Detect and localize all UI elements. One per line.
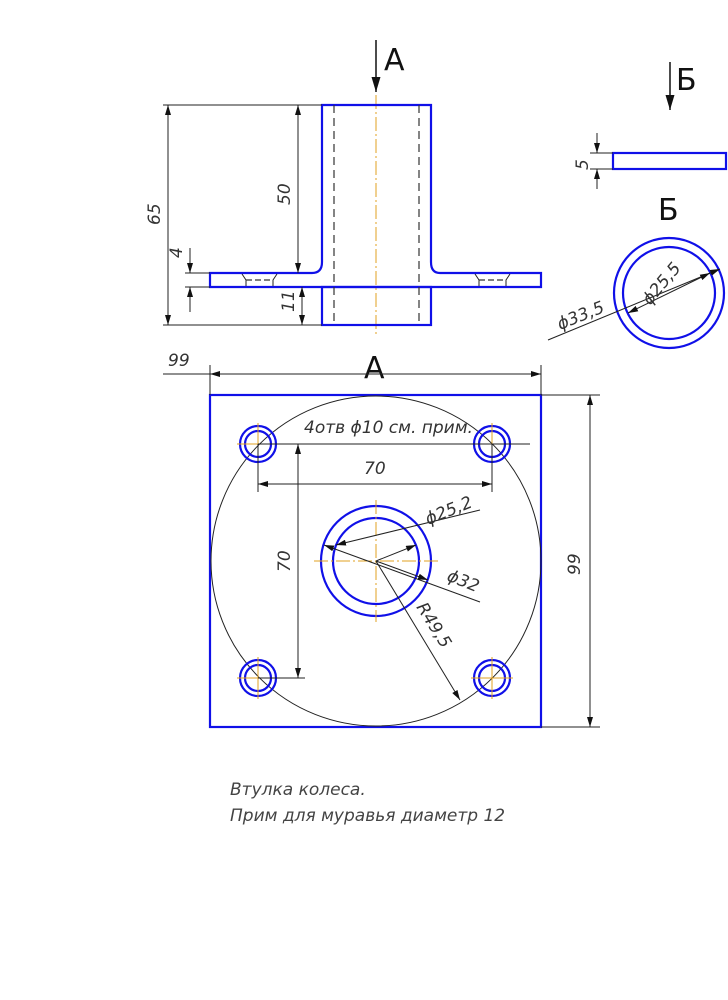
- note-title: Втулка колеса.: [230, 780, 366, 800]
- dim-tube-height: 50: [275, 183, 295, 205]
- dim-plate-height: 99: [565, 553, 585, 575]
- dim-total-height: 65: [145, 203, 165, 225]
- holes-note: 4отв ϕ10 см. прим.: [304, 418, 473, 438]
- dim-hole-spacing-x: 70: [364, 459, 386, 479]
- section-a-label: А: [384, 43, 405, 78]
- section-b-label: Б: [676, 63, 697, 98]
- plan-view-a: А 99 99 70 70 4отв ϕ10 с: [163, 351, 600, 729]
- dim-hole-spacing-y: 70: [275, 550, 295, 572]
- ring-view-b: Б ϕ33,5 ϕ25,5: [547, 193, 726, 350]
- dim-ring-thickness: 5: [573, 159, 593, 170]
- section-b-arrow: Б: [665, 62, 697, 110]
- view-a-title: А: [364, 351, 385, 386]
- dim-hub-inner: ϕ25,2: [422, 493, 475, 530]
- section-a-arrow: А: [371, 40, 405, 92]
- dim-lower-tube: 11: [279, 290, 299, 312]
- dim-ring-outer: ϕ33,5: [554, 298, 607, 335]
- dim-ring-inner: ϕ25,5: [639, 259, 686, 309]
- dim-plate-width: 99: [168, 351, 190, 371]
- view-b-title: Б: [658, 193, 679, 228]
- flange-hole-left: [241, 273, 278, 286]
- note-remark: Прим для муравья диаметр 12: [230, 806, 505, 826]
- dim-hub-outer: ϕ32: [444, 566, 482, 597]
- dim-radius: R49,5: [412, 599, 455, 652]
- front-view: 65 50 4 11: [145, 95, 543, 335]
- dim-flange-thickness: 4: [167, 247, 187, 258]
- flange-hole-right: [474, 273, 511, 286]
- ring-side-view: 5: [573, 133, 728, 189]
